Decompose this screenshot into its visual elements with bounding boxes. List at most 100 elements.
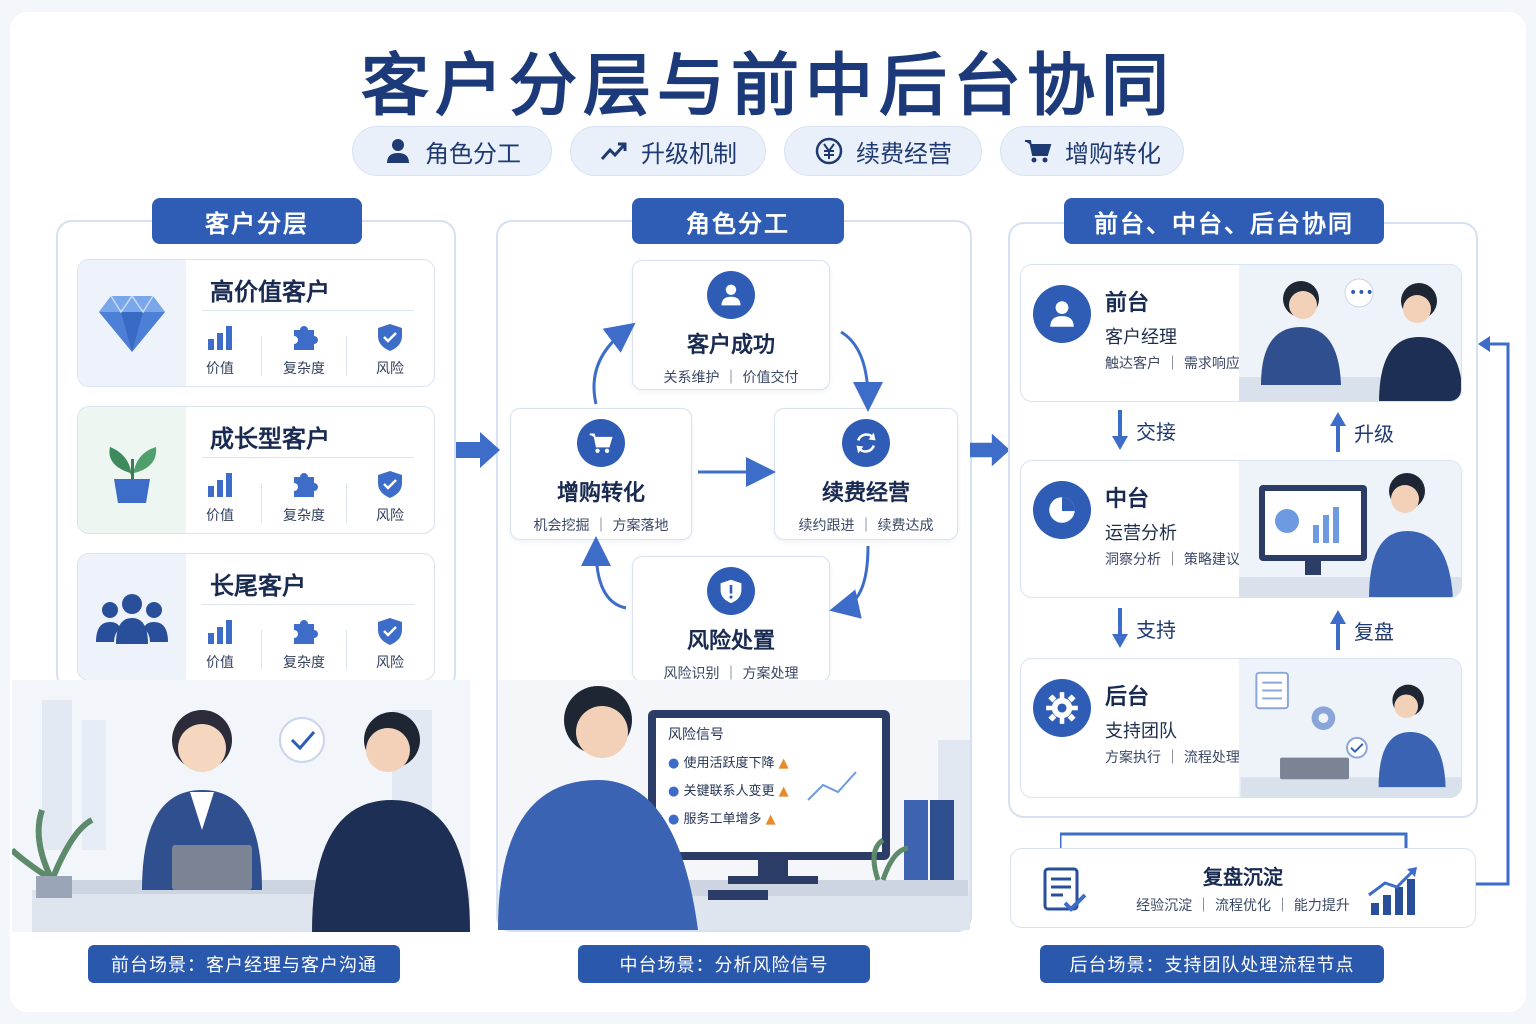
cart-icon <box>1025 140 1052 163</box>
role-name: 客户成功 <box>686 333 775 358</box>
metric-risk: 风险 <box>350 469 430 525</box>
support-team-illustration <box>1239 659 1461 797</box>
tier-card-growth[interactable]: 成长型客户 价值 复杂度 风险 <box>77 406 435 534</box>
tier-card-high-value[interactable]: 高价值客户 价值 复杂度 风险 <box>77 259 435 387</box>
role-card-customer-success[interactable]: 客户成功 关系维护 ｜ 价值交付 <box>632 260 830 390</box>
pill-upgrade-mechanism[interactable]: 升级机制 <box>570 126 766 176</box>
tier-icon-area <box>78 554 186 680</box>
yuan-icon <box>815 137 843 165</box>
divider <box>202 604 414 605</box>
trend-up-icon <box>600 142 627 160</box>
svg-text:•••: ••• <box>1349 285 1374 301</box>
metric-value: 价值 <box>180 469 260 525</box>
arrow-up-icon <box>1330 412 1346 452</box>
tier-icon-area <box>78 260 186 386</box>
divider <box>261 336 262 376</box>
puzzle-icon <box>294 620 318 644</box>
flow-review: 复盘 <box>1330 610 1394 650</box>
arrow-down-icon <box>1112 410 1128 450</box>
tier-card-long-tail[interactable]: 长尾客户 价值 复杂度 风险 <box>77 553 435 681</box>
role-sub: 续约跟进 ｜ 续费达成 <box>798 518 934 534</box>
role-name: 续费经营 <box>821 481 910 506</box>
analysis-illustration <box>1239 461 1461 597</box>
office-desc: 洞察分析 ｜ 策略建议 <box>1105 552 1239 568</box>
puzzle-icon <box>294 326 318 350</box>
tier-name: 成长型客户 <box>210 425 330 453</box>
sprout-icon <box>109 447 157 503</box>
panel-title-tiers: 客户分层 <box>152 198 362 244</box>
role-cycle-arrows <box>581 322 883 619</box>
role-sub: 关系维护 ｜ 价值交付 <box>663 370 799 386</box>
pill-role-division[interactable]: 角色分工 <box>352 126 552 176</box>
pill-label: 升级机制 <box>641 139 737 168</box>
middle-office-scene-illustration <box>498 680 970 930</box>
office-desc: 方案执行 ｜ 流程处理 <box>1105 750 1239 766</box>
divider <box>202 310 414 311</box>
review-sub: 经验沉淀 ｜ 流程优化 ｜ 能力提升 <box>1136 898 1350 914</box>
growth-chart-icon <box>1368 867 1417 915</box>
pill-label: 增购转化 <box>1065 139 1161 168</box>
caption-front-scene: 前台场景：客户经理与客户沟通 <box>88 945 400 983</box>
panel-title-collab: 前台、中台、后台协同 <box>1064 198 1384 244</box>
office-role: 支持团队 <box>1105 721 1177 742</box>
divider <box>346 630 347 670</box>
flow-support: 支持 <box>1112 608 1176 648</box>
panel-title-roles: 角色分工 <box>632 198 844 244</box>
tier-name: 长尾客户 <box>210 572 306 600</box>
role-name: 风险处置 <box>686 629 775 654</box>
review-title: 复盘沉淀 <box>1203 865 1283 889</box>
metric-risk: 风险 <box>350 616 430 672</box>
review-loop-connector <box>1060 336 1510 886</box>
tier-name: 高价值客户 <box>210 278 330 306</box>
document-check-icon <box>1043 867 1087 912</box>
metric-value: 价值 <box>180 322 260 378</box>
flow-handover: 交接 <box>1112 410 1176 450</box>
user-icon <box>387 139 409 163</box>
meeting-illustration: ••• <box>1239 265 1461 401</box>
bar-chart-icon <box>208 620 232 644</box>
user-icon <box>707 271 755 319</box>
divider <box>261 483 262 523</box>
divider <box>346 483 347 523</box>
office-card-middle[interactable]: 中台 运营分析 洞察分析 ｜ 策略建议 <box>1020 460 1462 598</box>
metric-value: 价值 <box>180 616 260 672</box>
caption-back-scene: 后台场景：支持团队处理流程节点 <box>1040 945 1384 983</box>
monitor-signal-item: ● 服务工单增多 ▲ <box>668 812 776 827</box>
metric-complexity: 复杂度 <box>264 469 344 525</box>
review-box[interactable]: 复盘沉淀 经验沉淀 ｜ 流程优化 ｜ 能力提升 <box>1010 848 1476 928</box>
office-name: 后台 <box>1105 685 1150 710</box>
page-title: 客户分层与前中后台协同 <box>360 47 1175 126</box>
pill-upsell[interactable]: 增购转化 <box>1000 126 1184 176</box>
divider <box>261 630 262 670</box>
divider <box>202 457 414 458</box>
cart-icon <box>577 419 625 467</box>
shield-check-icon <box>378 618 402 645</box>
office-card-front[interactable]: 前台 客户经理 触达客户 ｜ 需求响应 ••• <box>1020 264 1462 402</box>
metric-risk: 风险 <box>350 322 430 378</box>
monitor-title: 风险信号 <box>668 727 724 743</box>
group-icon <box>96 594 168 644</box>
flow-upgrade: 升级 <box>1330 412 1394 452</box>
metric-complexity: 复杂度 <box>264 322 344 378</box>
monitor-signal-item: ● 使用活跃度下降 ▲ <box>668 756 789 771</box>
role-card-renewal[interactable]: 续费经营 续约跟进 ｜ 续费达成 <box>774 408 958 540</box>
office-name: 中台 <box>1105 487 1150 512</box>
arrow-right-icon <box>970 433 1010 467</box>
role-card-risk[interactable]: 风险处置 风险识别 ｜ 方案处理 <box>632 556 830 682</box>
pill-label: 角色分工 <box>425 139 521 168</box>
shield-alert-icon <box>707 567 755 615</box>
front-office-scene-illustration <box>12 680 470 932</box>
shield-check-icon <box>378 324 402 351</box>
refresh-icon <box>842 419 890 467</box>
pill-renewal[interactable]: 续费经营 <box>784 126 982 176</box>
office-card-back[interactable]: 后台 支持团队 方案执行 ｜ 流程处理 <box>1020 658 1462 798</box>
metric-complexity: 复杂度 <box>264 616 344 672</box>
office-role: 客户经理 <box>1105 327 1177 348</box>
role-card-upsell[interactable]: 增购转化 机会挖掘 ｜ 方案落地 <box>510 408 692 540</box>
bar-chart-icon <box>208 473 232 497</box>
monitor-signal-item: ● 关键联系人变更 ▲ <box>668 784 789 799</box>
bar-chart-icon <box>208 326 232 350</box>
office-desc: 触达客户 ｜ 需求响应 <box>1105 356 1239 372</box>
puzzle-icon <box>294 473 318 497</box>
arrow-up-icon <box>1330 610 1346 650</box>
